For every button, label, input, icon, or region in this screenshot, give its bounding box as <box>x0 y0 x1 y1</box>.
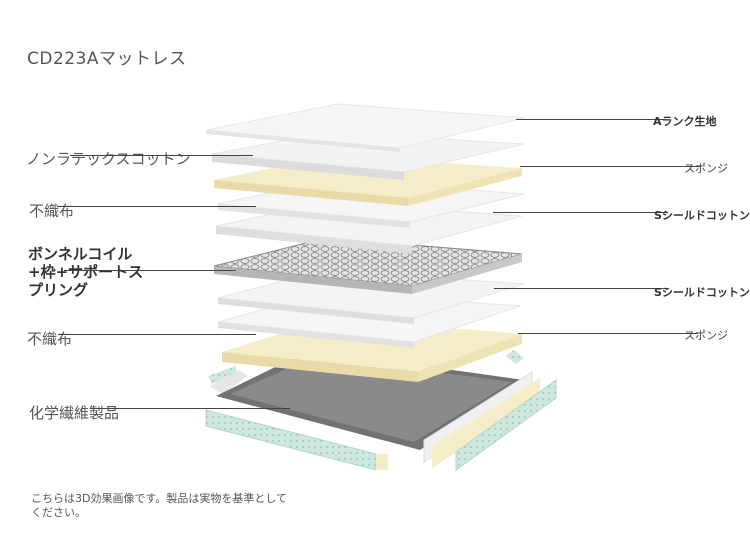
leader-line <box>70 155 253 156</box>
leader-line <box>58 334 256 335</box>
label-synthetic-fiber: 化学繊維製品 <box>29 404 120 422</box>
leader-line <box>520 166 700 167</box>
label-shield-cotton-bottom: Sシールドコットン <box>654 286 750 299</box>
label-bonnell-coil-line3: プリング <box>28 281 89 299</box>
label-sponge-bottom: スポンジ <box>684 329 728 342</box>
label-bonnell-coil-line2: +枠+サポートス <box>28 263 144 281</box>
leader-line <box>516 119 666 120</box>
leader-line <box>518 333 698 334</box>
label-non-latex-cotton: ノンラテックスコットン <box>26 150 191 168</box>
label-bonnell-coil-line1: ボンネルコイル <box>28 245 133 263</box>
disclaimer-note: こちらは3D効果画像です。製品は実物を基準として ください。 <box>31 492 287 520</box>
label-nonwoven-top: 不織布 <box>29 202 75 220</box>
layer-bonnell-coil <box>213 237 523 294</box>
disclaimer-line1: こちらは3D効果画像です。製品は実物を基準として <box>31 492 288 505</box>
label-nonwoven-bottom: 不織布 <box>27 330 73 348</box>
label-bonnell-coil: ボンネルコイル +枠+サポートス プリング <box>28 245 143 299</box>
page-title: CD223Aマットレス <box>27 49 187 69</box>
leader-line <box>494 288 669 289</box>
label-a-rank-fabric: Aランク生地 <box>653 115 717 128</box>
leader-line <box>493 212 668 213</box>
leader-line <box>64 270 236 271</box>
leader-line <box>58 206 256 207</box>
leader-line <box>90 408 290 409</box>
disclaimer-line2: ください。 <box>31 506 86 519</box>
label-shield-cotton-top: Sシールドコットン <box>654 209 750 222</box>
base-box <box>205 350 557 471</box>
layer-a-rank-fabric <box>205 103 525 152</box>
label-sponge-top: スポンジ <box>684 162 728 175</box>
